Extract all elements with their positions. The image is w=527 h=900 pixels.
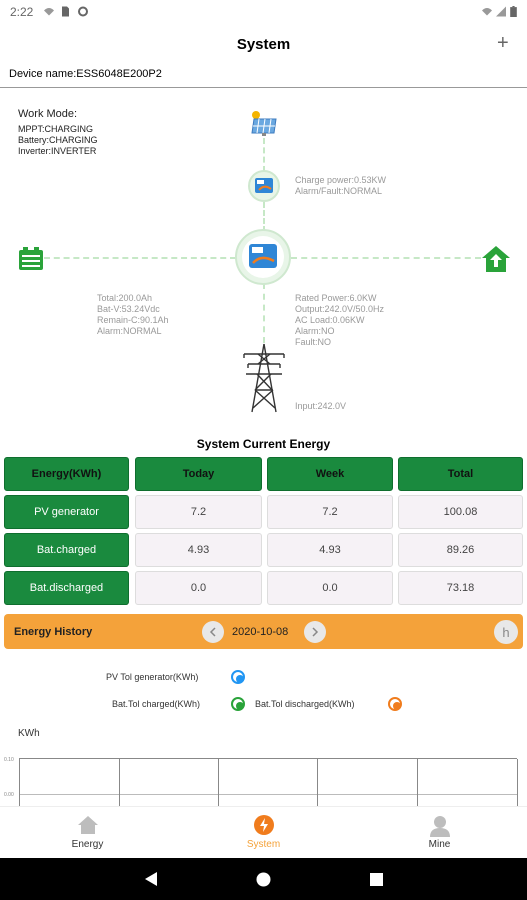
output-fault: Fault:NO — [295, 337, 332, 347]
lightning-bolt-icon — [254, 815, 274, 835]
inverter-icon — [235, 229, 291, 285]
status-bar: 2:22 — [0, 0, 527, 24]
data-saver-icon — [78, 6, 88, 17]
chart-vgrid-2 — [218, 759, 219, 809]
charge-controller-icon — [248, 170, 280, 202]
work-mode-title: Work Mode: — [18, 108, 78, 120]
work-mode-details: MPPT:CHARGING Battery:CHARGING Inverter:… — [18, 124, 98, 157]
energy-table-title: System Current Energy — [196, 437, 331, 451]
load-flow-line — [291, 257, 481, 259]
nav-system[interactable]: System — [176, 807, 351, 859]
chart-vgrid-3 — [317, 759, 318, 809]
battery-status: Battery:CHARGING — [18, 135, 98, 145]
battery-status-icon — [510, 6, 517, 17]
energy-history-chart — [19, 758, 518, 809]
chart-vgrid-4 — [417, 759, 418, 809]
cell-signal-icon — [496, 6, 506, 17]
battery-info: Total:200.0Ah Bat-V:53.24Vdc Remain-C:90… — [97, 293, 169, 337]
output-voltage: Output:242.0V/50.0Hz — [295, 304, 385, 314]
period-selector-button[interactable]: h — [494, 620, 518, 644]
sim-card-icon — [62, 6, 69, 17]
row-label-bat-discharged: Bat.discharged — [4, 571, 129, 605]
legend-bat-discharged-label: Bat.Tol discharged(KWh) — [255, 699, 355, 709]
wifi-signal-icon — [482, 8, 492, 16]
ac-load: AC Load:0.06KW — [295, 315, 365, 325]
row-label-pv-generator: PV generator — [4, 495, 129, 529]
bat-discharged-today-value: 0.0 — [135, 571, 262, 605]
pv-alarm-fault: Alarm/Fault:NORMAL — [295, 186, 383, 196]
bat-charged-today-value: 4.93 — [135, 533, 262, 567]
previous-date-button[interactable] — [202, 621, 224, 643]
legend-bat-discharged-radio[interactable] — [388, 697, 402, 711]
home-button-icon[interactable] — [256, 872, 271, 887]
battery-total: Total:200.0Ah — [97, 293, 153, 303]
chevron-right-icon — [312, 627, 319, 637]
pv-week-value: 7.2 — [267, 495, 393, 529]
controller-flow-line — [263, 202, 265, 232]
battery-remain: Remain-C:90.1Ah — [97, 315, 169, 325]
home-icon — [78, 816, 98, 834]
pv-total-value: 100.08 — [398, 495, 523, 529]
legend-pv-label: PV Tol generator(KWh) — [106, 672, 199, 682]
pv-info: Charge power:0.53KW Alarm/Fault:NORMAL — [295, 175, 386, 197]
chart-unit-label: KWh — [18, 728, 40, 739]
nav-mine[interactable]: Mine — [352, 807, 527, 859]
battery-icon — [19, 247, 43, 270]
add-button[interactable]: + — [497, 32, 509, 54]
battery-alarm: Alarm:NORMAL — [97, 326, 162, 336]
table-header-energy: Energy(KWh) — [4, 457, 129, 491]
chart-vgrid-1 — [119, 759, 120, 809]
bat-discharged-week-value: 0.0 — [267, 571, 393, 605]
output-alarm: Alarm:NO — [295, 326, 335, 336]
chart-vgrid-5 — [517, 759, 518, 809]
legend-pv-radio[interactable] — [231, 670, 245, 684]
battery-flow-line — [44, 257, 236, 259]
history-date[interactable]: 2020-10-08 — [232, 626, 289, 638]
table-header-today: Today — [135, 457, 262, 491]
battery-voltage: Bat-V:53.24Vdc — [97, 304, 160, 314]
table-header-total: Total — [398, 457, 523, 491]
recents-icon[interactable] — [370, 873, 383, 886]
bat-discharged-total-value: 73.18 — [398, 571, 523, 605]
legend-bat-charged-radio[interactable] — [231, 697, 245, 711]
solar-panel-icon — [251, 111, 277, 136]
wifi-icon — [44, 8, 54, 16]
table-header-week: Week — [267, 457, 393, 491]
y-tick-top: 0.10 — [4, 757, 14, 763]
system-navigation-bar — [0, 858, 527, 900]
grid-flow-line — [263, 283, 265, 343]
home-load-icon — [482, 246, 510, 272]
charge-power: Charge power:0.53KW — [295, 175, 387, 185]
rated-power: Rated Power:6.0KW — [295, 293, 377, 303]
device-name: Device name:ESS6048E200P2 — [9, 68, 162, 80]
legend-bat-charged-label: Bat.Tol charged(KWh) — [112, 699, 201, 709]
bat-charged-week-value: 4.93 — [267, 533, 393, 567]
nav-energy-label: Energy — [71, 839, 104, 850]
chart-gridline — [20, 794, 518, 795]
energy-history-label: Energy History — [14, 626, 93, 638]
status-time: 2:22 — [10, 5, 34, 19]
grid-input: Input:242.0V — [295, 401, 347, 411]
pv-today-value: 7.2 — [135, 495, 262, 529]
mppt-status: MPPT:CHARGING — [18, 124, 94, 134]
bat-charged-total-value: 89.26 — [398, 533, 523, 567]
pv-flow-line — [263, 138, 265, 172]
back-icon[interactable] — [144, 871, 158, 887]
row-label-bat-charged: Bat.charged — [4, 533, 129, 567]
page-title: System — [236, 36, 291, 53]
energy-history-bar: Energy History 2020-10-08 h — [4, 614, 523, 649]
user-profile-icon — [430, 816, 450, 837]
chevron-left-icon — [209, 627, 216, 637]
nav-mine-label: Mine — [428, 839, 451, 850]
y-tick-bottom: 0.00 — [4, 792, 14, 798]
nav-system-label: System — [246, 839, 281, 850]
output-info: Rated Power:6.0KW Output:242.0V/50.0Hz A… — [295, 293, 384, 348]
inverter-status: Inverter:INVERTER — [18, 146, 97, 156]
next-date-button[interactable] — [304, 621, 326, 643]
power-grid-tower-icon — [243, 343, 285, 413]
nav-energy[interactable]: Energy — [0, 807, 175, 859]
header-divider — [0, 87, 527, 88]
bottom-navigation: Energy System Mine — [0, 806, 527, 858]
